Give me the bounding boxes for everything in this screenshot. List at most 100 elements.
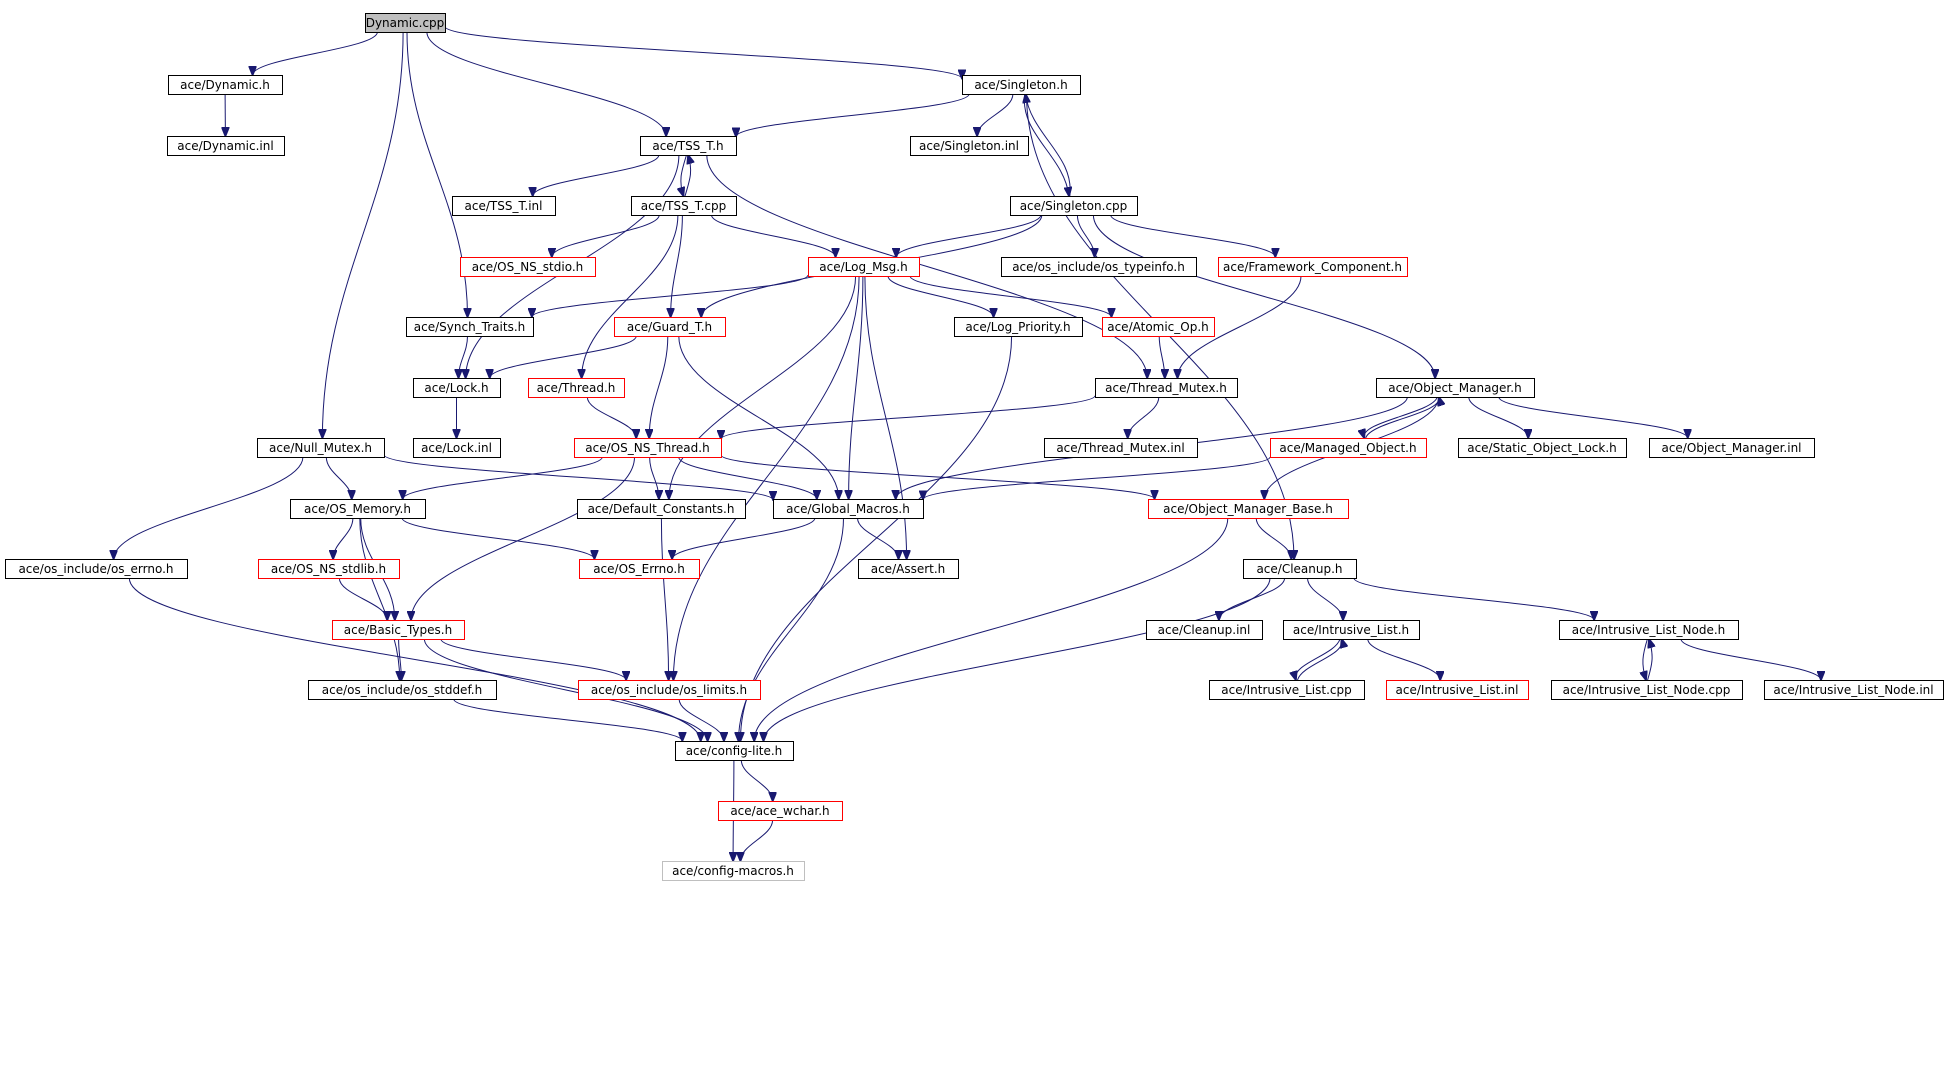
node-label: ace/Lock.h [424, 381, 488, 395]
edge-os_errno_h-to-config_lite_h [128, 577, 700, 741]
node-singleton_h[interactable]: ace/Singleton.h [962, 75, 1081, 95]
node-intrusive_list_node_inl[interactable]: ace/Intrusive_List_Node.inl [1764, 680, 1944, 700]
node-os_ns_stdio_h[interactable]: ace/OS_NS_stdio.h [460, 257, 596, 277]
node-box [1551, 680, 1743, 700]
node-cleanup_inl[interactable]: ace/Cleanup.inl [1146, 620, 1263, 640]
node-managed_object_h[interactable]: ace/Managed_Object.h [1270, 438, 1427, 458]
node-label: ace/Log_Priority.h [965, 320, 1070, 334]
edge-intrusive_list_h-to-intrusive_list_inl [1367, 638, 1440, 680]
node-label: ace/TSS_T.cpp [641, 199, 727, 213]
node-thread_h[interactable]: ace/Thread.h [528, 378, 625, 398]
node-intrusive_list_node_h[interactable]: ace/Intrusive_List_Node.h [1559, 620, 1739, 640]
edge-singleton_h-to-tss_t_h [736, 93, 970, 137]
node-os_stddef_h[interactable]: ace/os_include/os_stddef.h [308, 680, 497, 700]
node-tss_t_cpp[interactable]: ace/TSS_T.cpp [631, 196, 737, 216]
edge-thread_mutex_h-to-thread_mutex_inl [1128, 396, 1160, 438]
node-os_ns_thread_h[interactable]: ace/OS_NS_Thread.h [574, 438, 722, 458]
node-label: ace/Thread.h [537, 381, 616, 395]
edge-log_msg_h-to-log_priority_h [887, 275, 994, 317]
node-label: ace/OS_NS_stdlib.h [271, 562, 386, 576]
node-box [631, 196, 737, 216]
node-tss_t_inl[interactable]: ace/TSS_T.inl [452, 196, 556, 216]
node-box [413, 378, 501, 398]
node-label: ace/Assert.h [871, 562, 946, 576]
node-thread_mutex_h[interactable]: ace/Thread_Mutex.h [1095, 378, 1238, 398]
node-box [1283, 620, 1420, 640]
node-object_manager_inl[interactable]: ace/Object_Manager.inl [1649, 438, 1815, 458]
node-framework_component_h[interactable]: ace/Framework_Component.h [1218, 257, 1408, 277]
edge-cleanup_h-to-config_lite_h [764, 577, 1271, 741]
edge-null_mutex_h-to-os_errno_h [114, 456, 304, 559]
node-box [962, 75, 1081, 95]
edge-log_msg_h-to-atomic_op_h [909, 275, 1111, 317]
node-label: ace/Lock.inl [421, 441, 492, 455]
edge-intrusive_list_node_h-to-intrusive_list_node_inl [1680, 638, 1821, 680]
node-log_msg_h[interactable]: ace/Log_Msg.h [808, 257, 920, 277]
edge-basic_types_h-to-os_stddef_h [399, 638, 402, 680]
node-os_memory_h[interactable]: ace/OS_Memory.h [290, 499, 426, 519]
node-box [528, 378, 625, 398]
edge-log_msg_h-to-synch_traits_h [532, 274, 809, 317]
edge-atomic_op_h-to-thread_mutex_h [1158, 335, 1165, 378]
node-intrusive_list_inl[interactable]: ace/Intrusive_List.inl [1386, 680, 1529, 700]
node-global_macros_h[interactable]: ace/Global_Macros.h [773, 499, 924, 519]
node-box [290, 499, 426, 519]
node-box [168, 75, 283, 95]
edge-singleton_h-to-singleton_inl [977, 93, 1014, 136]
node-intrusive_list_cpp[interactable]: ace/Intrusive_List.cpp [1209, 680, 1365, 700]
edge-os_memory_h-to-os_errno_ace_h [401, 517, 594, 559]
node-guard_t_h[interactable]: ace/Guard_T.h [614, 317, 726, 337]
node-lock_h[interactable]: ace/Lock.h [413, 378, 501, 398]
edge-global_macros_h-to-assert_h [857, 517, 899, 559]
node-dynamic_h[interactable]: ace/Dynamic.h [168, 75, 283, 95]
node-object_manager_base_h[interactable]: ace/Object_Manager_Base.h [1148, 499, 1349, 519]
nodes-layer: Dynamic.cpp ace/Dynamic.h ace/Dynamic.inl a… [5, 13, 1944, 881]
node-cleanup_h[interactable]: ace/Cleanup.h [1243, 559, 1357, 579]
node-static_object_lock_h[interactable]: ace/Static_Object_Lock.h [1458, 438, 1627, 458]
node-basic_types_h[interactable]: ace/Basic_Types.h [332, 620, 465, 640]
node-singleton_cpp[interactable]: ace/Singleton.cpp [1010, 196, 1138, 216]
node-label: ace/Static_Object_Lock.h [1467, 441, 1617, 455]
edge-singleton_cpp-to-singleton_h [1026, 94, 1071, 197]
node-assert_h[interactable]: ace/Assert.h [858, 559, 959, 579]
node-label: ace/Cleanup.h [1256, 562, 1342, 576]
node-default_constants_h[interactable]: ace/Default_Constants.h [577, 499, 746, 519]
node-box [1376, 378, 1535, 398]
node-dynamic_cpp[interactable]: Dynamic.cpp [365, 13, 446, 33]
node-box [258, 559, 400, 579]
node-config_macros_h[interactable]: ace/config-macros.h [662, 861, 805, 881]
node-label: ace/TSS_T.h [652, 139, 723, 153]
node-os_ns_stdlib_h[interactable]: ace/OS_NS_stdlib.h [258, 559, 400, 579]
edge-os_memory_h-to-os_stddef_h [359, 517, 400, 680]
node-os_errno_h[interactable]: ace/os_include/os_errno.h [5, 559, 188, 579]
node-lock_inl[interactable]: ace/Lock.inl [413, 438, 501, 458]
node-tss_t_h[interactable]: ace/TSS_T.h [640, 136, 737, 156]
node-box [1010, 196, 1138, 216]
node-label: ace/Dynamic.h [180, 78, 270, 92]
node-intrusive_list_h[interactable]: ace/Intrusive_List.h [1283, 620, 1420, 640]
node-singleton_inl[interactable]: ace/Singleton.inl [910, 136, 1029, 156]
node-null_mutex_h[interactable]: ace/Null_Mutex.h [257, 438, 385, 458]
node-label: ace/Synch_Traits.h [414, 320, 525, 334]
edge-basic_types_h-to-config_lite_h [423, 638, 707, 741]
node-label: ace/ace_wchar.h [730, 804, 829, 818]
node-config_lite_h[interactable]: ace/config-lite.h [675, 741, 794, 761]
node-label: ace/config-lite.h [686, 744, 783, 758]
node-os_errno_ace_h[interactable]: ace/OS_Errno.h [579, 559, 700, 579]
node-os_limits_h[interactable]: ace/os_include/os_limits.h [578, 680, 761, 700]
edge-os_ns_thread_h-to-basic_types_h [411, 456, 635, 620]
node-label: ace/Intrusive_List_Node.h [1572, 623, 1726, 637]
node-object_manager_h[interactable]: ace/Object_Manager.h [1376, 378, 1535, 398]
node-box [1209, 680, 1365, 700]
node-ace_wchar_h[interactable]: ace/ace_wchar.h [718, 801, 843, 821]
node-dynamic_inl[interactable]: ace/Dynamic.inl [167, 136, 285, 156]
node-synch_traits_h[interactable]: ace/Synch_Traits.h [406, 317, 534, 337]
edge-intrusive_list_node_cpp-to-intrusive_list_node_h [1647, 639, 1653, 681]
node-os_typeinfo_h[interactable]: ace/os_include/os_typeinfo.h [1001, 257, 1197, 277]
node-intrusive_list_node_cpp[interactable]: ace/Intrusive_List_Node.cpp [1551, 680, 1743, 700]
node-thread_mutex_inl[interactable]: ace/Thread_Mutex.inl [1044, 438, 1198, 458]
node-log_priority_h[interactable]: ace/Log_Priority.h [954, 317, 1083, 337]
node-label: ace/Default_Constants.h [588, 502, 735, 516]
edge-tss_t_cpp-to-guard_t_h [671, 214, 683, 317]
node-atomic_op_h[interactable]: ace/Atomic_Op.h [1102, 317, 1215, 337]
